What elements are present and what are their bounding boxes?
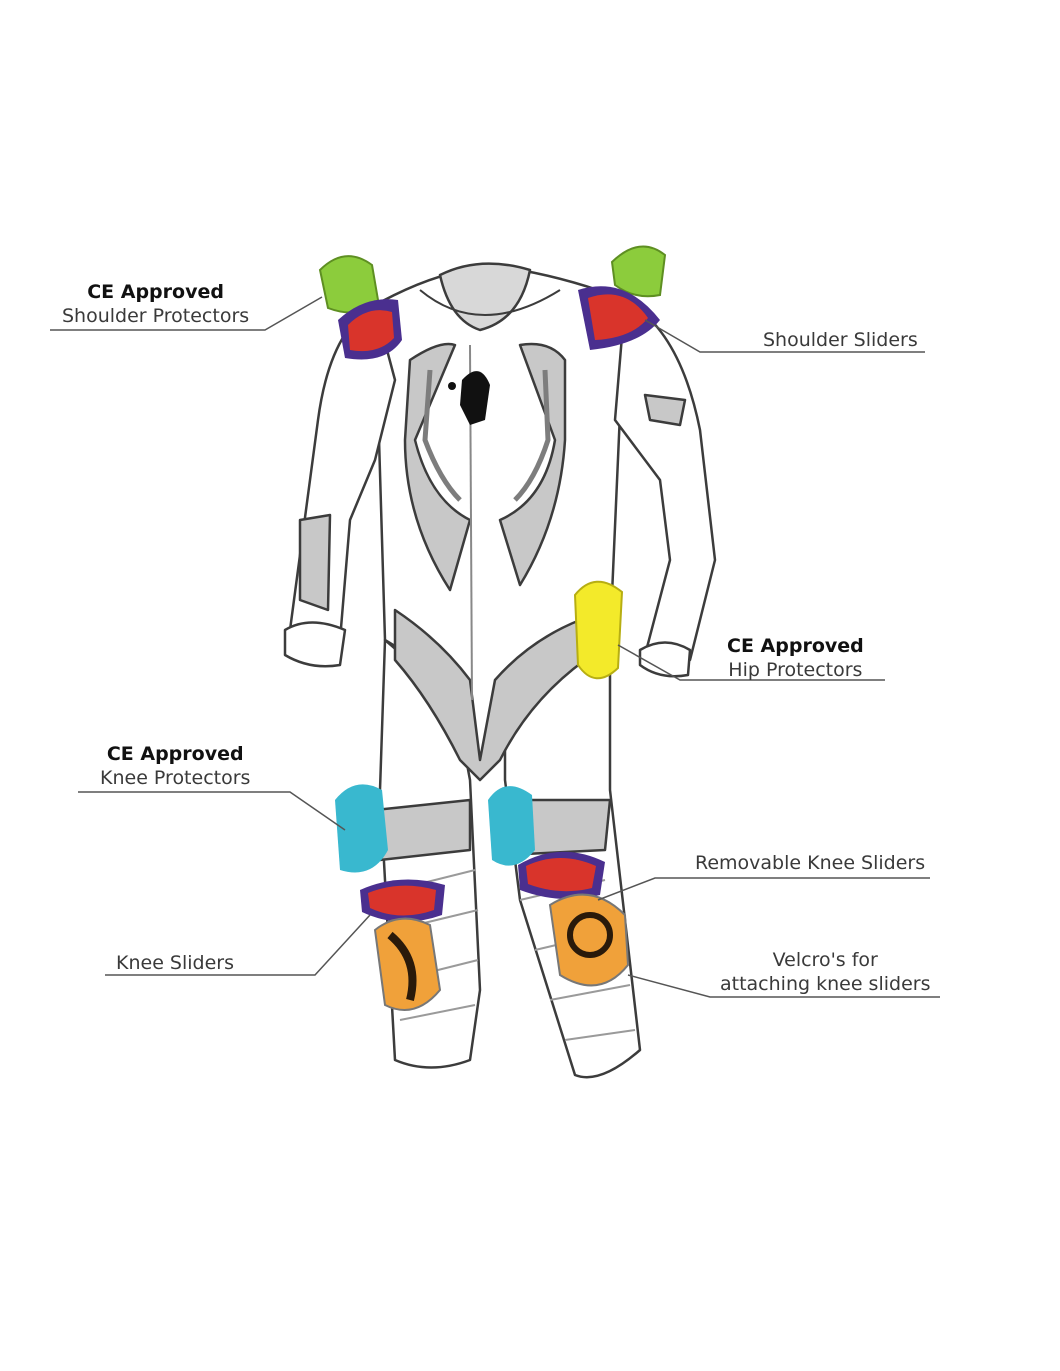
left-knee-protector	[335, 784, 388, 873]
label-shoulder-sliders-text: Shoulder Sliders	[763, 329, 918, 351]
left-velcro-mark	[387, 931, 417, 1001]
label-shoulder-protectors-heading: CE Approved	[87, 281, 224, 303]
label-knee-sliders: Knee Sliders	[116, 951, 234, 975]
right-velcro-mark	[567, 912, 613, 958]
right-cuff	[638, 641, 692, 678]
right-arm-panel	[643, 393, 687, 427]
removable-knee-slider-inner	[526, 858, 596, 892]
label-knee-sliders-text: Knee Sliders	[116, 952, 234, 974]
brand-logo	[448, 371, 490, 425]
leader-removable-knee-sliders	[597, 877, 930, 901]
left-cuff	[283, 621, 347, 668]
label-removable-knee-sliders-text: Removable Knee Sliders	[695, 852, 926, 874]
label-knee-protectors-text: Knee Protectors	[100, 767, 251, 789]
label-velcros-line1: Velcro's for	[772, 949, 878, 971]
leader-shoulder-protectors	[50, 296, 323, 331]
knee-band-left	[373, 798, 472, 862]
label-shoulder-protectors-text: Shoulder Protectors	[62, 305, 250, 327]
label-velcros-line2: attaching knee sliders	[720, 973, 931, 995]
right-shoulder-protector	[610, 245, 667, 298]
hip-protector	[573, 580, 624, 680]
label-hip-protectors: CE Approved Hip Protectors	[727, 634, 864, 682]
label-hip-protectors-text: Hip Protectors	[728, 659, 863, 681]
label-knee-protectors-heading: CE Approved	[106, 743, 244, 765]
chest-stripe-right	[513, 369, 551, 502]
label-hip-protectors-heading: CE Approved	[727, 635, 864, 657]
label-shoulder-sliders: Shoulder Sliders	[763, 328, 918, 352]
leader-velcros	[627, 974, 940, 998]
collar-band	[419, 289, 561, 316]
right-knee-protector	[488, 786, 535, 866]
chest-stripe-left	[422, 369, 462, 502]
label-shoulder-protectors: CE Approved Shoulder Protectors	[62, 280, 249, 328]
left-arm-panel	[298, 513, 332, 612]
right-shoulder-slider-inner	[588, 294, 648, 340]
leader-knee-protectors	[78, 791, 346, 831]
left-shoulder-slider-inner	[348, 310, 394, 352]
leader-knee-sliders	[105, 914, 371, 976]
leader-hip-protectors	[617, 644, 885, 681]
left-knee-slider-inner	[368, 885, 436, 916]
right-arm	[613, 298, 717, 666]
label-velcros: Velcro's for attaching knee sliders	[720, 948, 930, 996]
chest-panel-left	[403, 342, 472, 592]
right-velcro-pad	[548, 893, 630, 987]
label-knee-protectors: CE Approved Knee Protectors	[100, 742, 250, 790]
label-removable-knee-sliders: Removable Knee Sliders	[695, 851, 925, 875]
left-shin-ribs	[394, 869, 479, 1021]
leader-shoulder-sliders	[644, 319, 925, 353]
